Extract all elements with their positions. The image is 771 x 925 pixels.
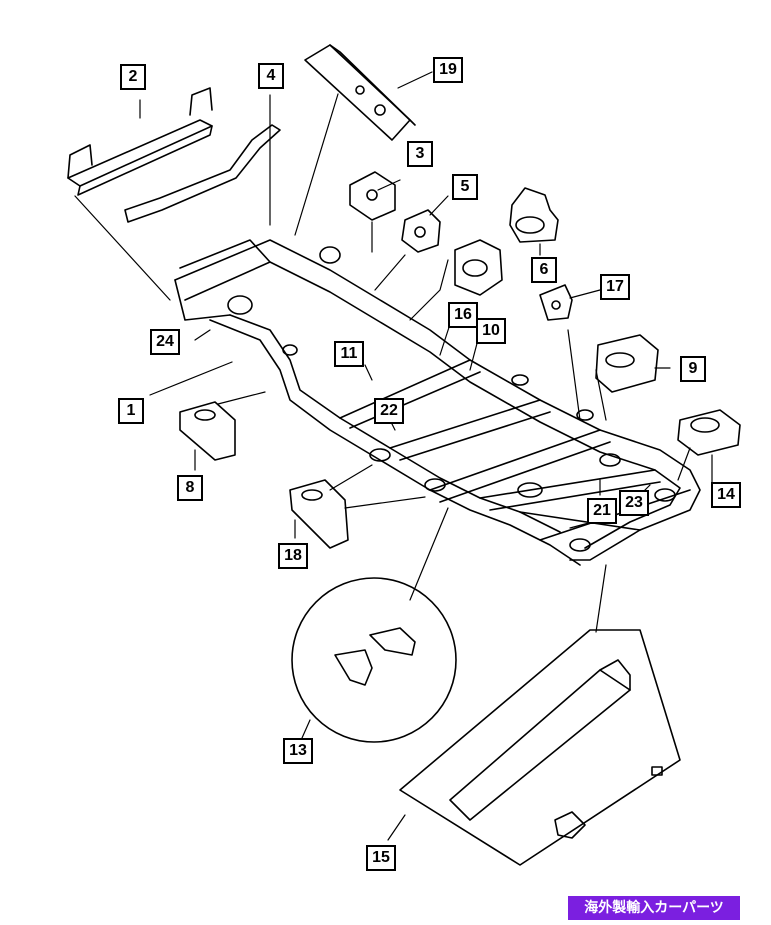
- callout-2: 2: [120, 64, 146, 90]
- callout-9: 9: [680, 356, 706, 382]
- part-19-crossmember: [304, 44, 416, 141]
- callout-5: 5: [452, 174, 478, 200]
- callout-19: 19: [433, 57, 463, 83]
- callout-8: 8: [177, 475, 203, 501]
- callout-6: 6: [531, 257, 557, 283]
- callout-4: 4: [258, 63, 284, 89]
- part-18-bracket: [289, 479, 349, 549]
- part-14-cushion: [677, 409, 741, 456]
- detail-13-circle: [291, 577, 457, 743]
- callout-1: 1: [118, 398, 144, 424]
- main-frame: [174, 239, 701, 566]
- callout-3: 3: [407, 141, 433, 167]
- part-9-cushion: [595, 334, 659, 393]
- part-10-mount: [454, 239, 503, 296]
- callout-21: 21: [587, 498, 617, 524]
- callout-18: 18: [278, 543, 308, 569]
- part-6-cushion: [509, 187, 559, 243]
- part-17-bracket: [539, 284, 573, 321]
- watermark-badge: 海外製輸入カーパーツ: [568, 896, 740, 920]
- leader-lines: [74, 71, 713, 841]
- callout-17: 17: [600, 274, 630, 300]
- part-4-tube: [124, 124, 281, 223]
- callout-10: 10: [476, 318, 506, 344]
- part-5-mount: [401, 209, 441, 253]
- callout-11: 11: [334, 341, 364, 367]
- callout-23: 23: [619, 490, 649, 516]
- callout-22: 22: [374, 398, 404, 424]
- part-8-bracket: [179, 401, 236, 461]
- callout-24: 24: [150, 329, 180, 355]
- part-2-bracket: [67, 87, 213, 196]
- callout-15: 15: [366, 845, 396, 871]
- callout-13: 13: [283, 738, 313, 764]
- detail-15-box: [399, 629, 681, 866]
- part-3-bracket: [349, 171, 396, 221]
- callout-16: 16: [448, 302, 478, 328]
- callout-14: 14: [711, 482, 741, 508]
